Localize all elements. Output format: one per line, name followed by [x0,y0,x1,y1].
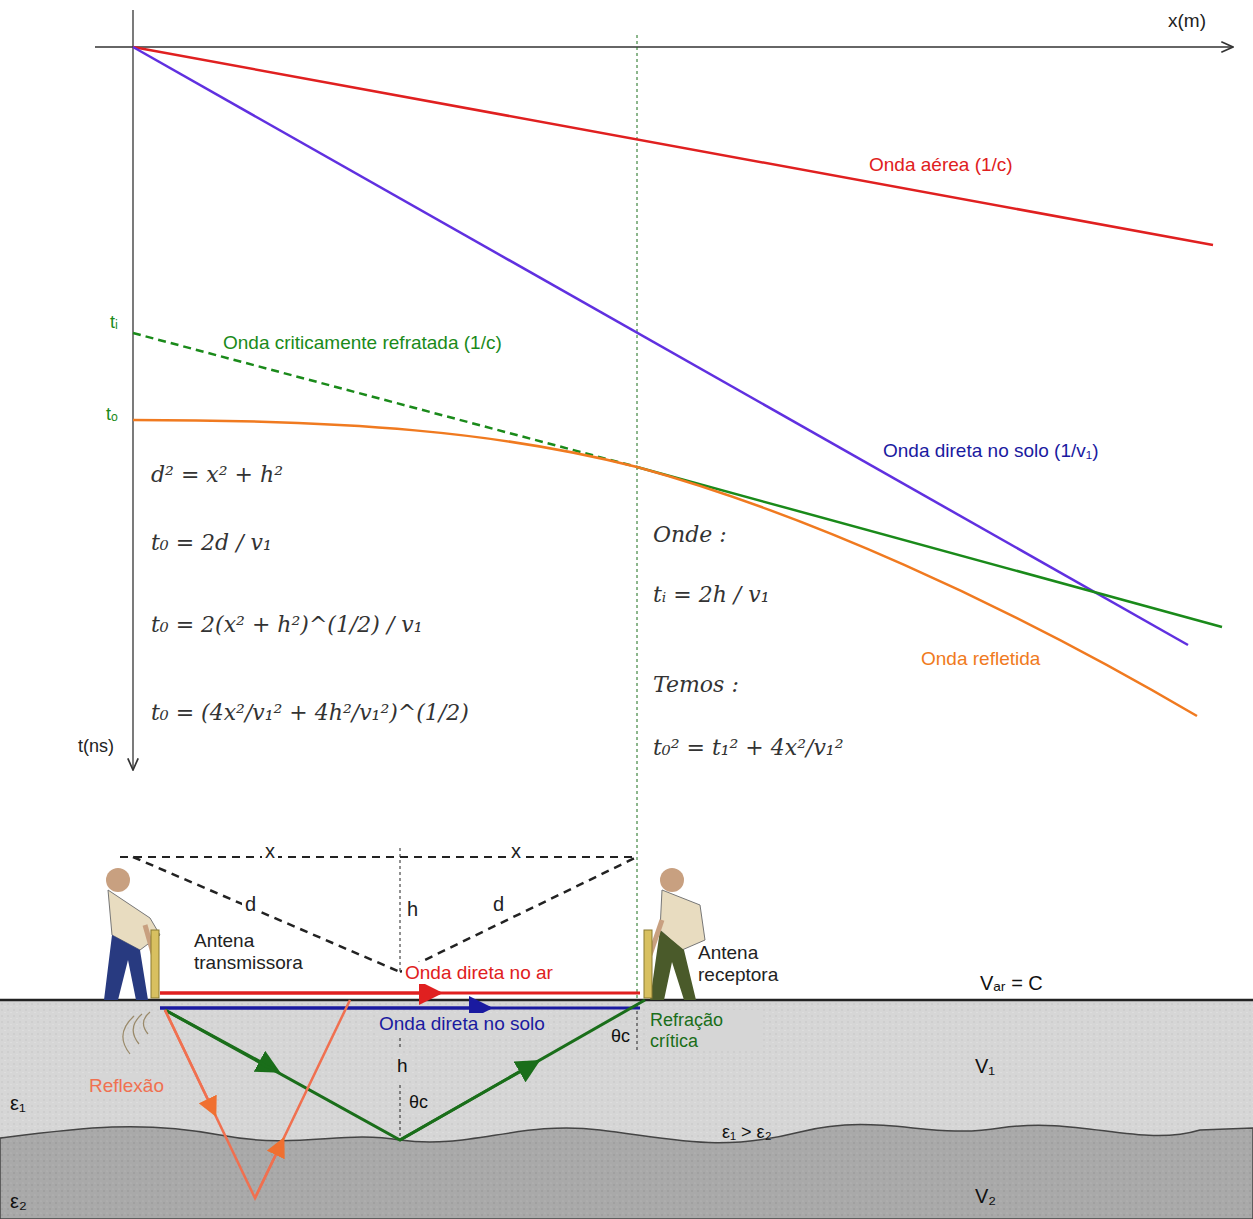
dimension-label: d [490,893,507,916]
dimension-label: h [404,898,421,921]
dimension-label: x [508,840,524,863]
dimension-label: x [262,840,278,863]
curve-label: Onda aérea (1/c) [866,154,1016,176]
operator-figure [104,868,160,1000]
equation: t₀ = (4x²/v₁² + 4h²/v₁²)^(1/2) [148,700,472,725]
dimension-label: d [242,893,259,916]
angle-label: θc [406,1092,431,1113]
equation: Onde : [650,522,730,547]
velocity-label: V₁ [975,1055,995,1078]
axis-label: t(ns) [78,736,114,757]
equation: Temos : [650,672,742,697]
ray-label: Onda direta no solo [376,1013,548,1035]
permittivity-label: ε₁ > ε₂ [722,1122,772,1143]
axis-label: x(m) [1168,10,1206,32]
velocity-label: Vₐᵣ = C [980,972,1043,995]
velocity-label: V₂ [975,1185,996,1208]
permittivity-label: ε₁ [10,1092,26,1115]
equation: tᵢ = 2h / v₁ [650,582,773,607]
angle-label: θc [608,1026,633,1047]
antenna-label: Antena transmissora [194,930,334,974]
ray-label: Onda direta no ar [402,962,556,984]
operator-figure [644,868,705,1000]
ray-label: Refração crítica [647,1010,763,1051]
equation: t₀ = 2(x² + h²)^(1/2) / v₁ [148,612,426,637]
equation: d² = x² + h² [148,462,286,487]
antenna-label: Antena receptora [698,942,838,986]
axis-tick-label: tₒ [106,404,118,425]
dimension-label: h [394,1055,411,1077]
ray-label: Reflexão [86,1075,167,1097]
equation: t₀² = t₁² + 4x²/v₁² [650,735,847,760]
curve-label: Onda criticamente refratada (1/c) [220,332,505,354]
curve-label: Onda direta no solo (1/v₁) [880,440,1102,462]
permittivity-label: ε₂ [10,1190,27,1213]
equation: t₀ = 2d / v₁ [148,530,275,555]
axis-tick-label: tᵢ [110,312,118,333]
curve-label: Onda refletida [918,648,1043,670]
